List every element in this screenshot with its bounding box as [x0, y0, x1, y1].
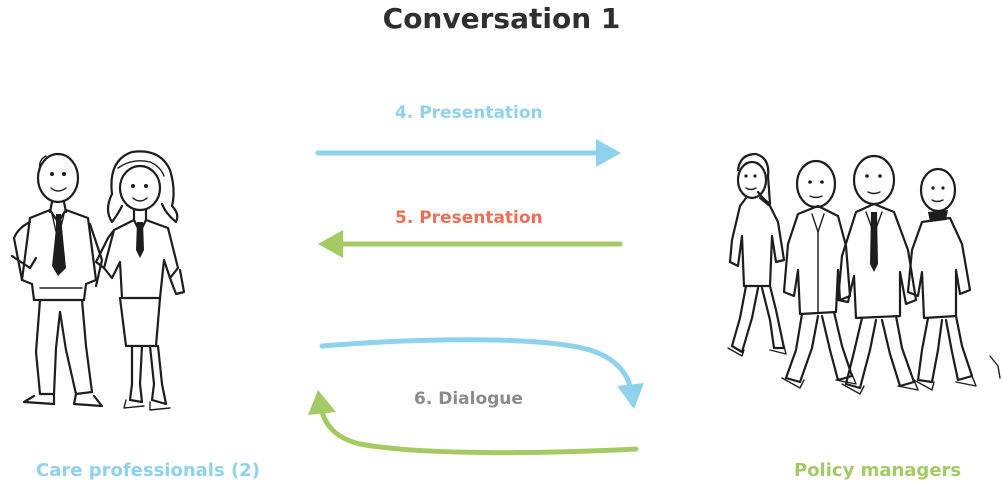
step-label-presentation-5: 5. Presentation	[395, 208, 543, 228]
care-professionals-illustration	[10, 150, 186, 411]
arrow-presentation-4	[315, 139, 621, 167]
arrow-dialogue-back	[308, 390, 639, 456]
woman-figure	[94, 150, 186, 411]
policy-managers-illustration	[727, 152, 1001, 395]
caption-care-professionals: Care professionals (2)	[36, 460, 260, 481]
manager-figure-3	[836, 154, 919, 395]
manager-figure-1	[727, 152, 787, 357]
caption-policy-managers: Policy managers	[794, 460, 962, 481]
arrow-dialogue-out	[319, 337, 644, 409]
manager-figure-4	[906, 167, 1001, 391]
step-label-dialogue-6: 6. Dialogue	[414, 389, 523, 409]
manager-figure-2	[781, 159, 857, 389]
man-figure	[10, 152, 104, 408]
diagram-title: Conversation 1	[382, 2, 621, 35]
arrow-presentation-5	[318, 230, 623, 258]
step-label-presentation-4: 4. Presentation	[395, 103, 543, 123]
